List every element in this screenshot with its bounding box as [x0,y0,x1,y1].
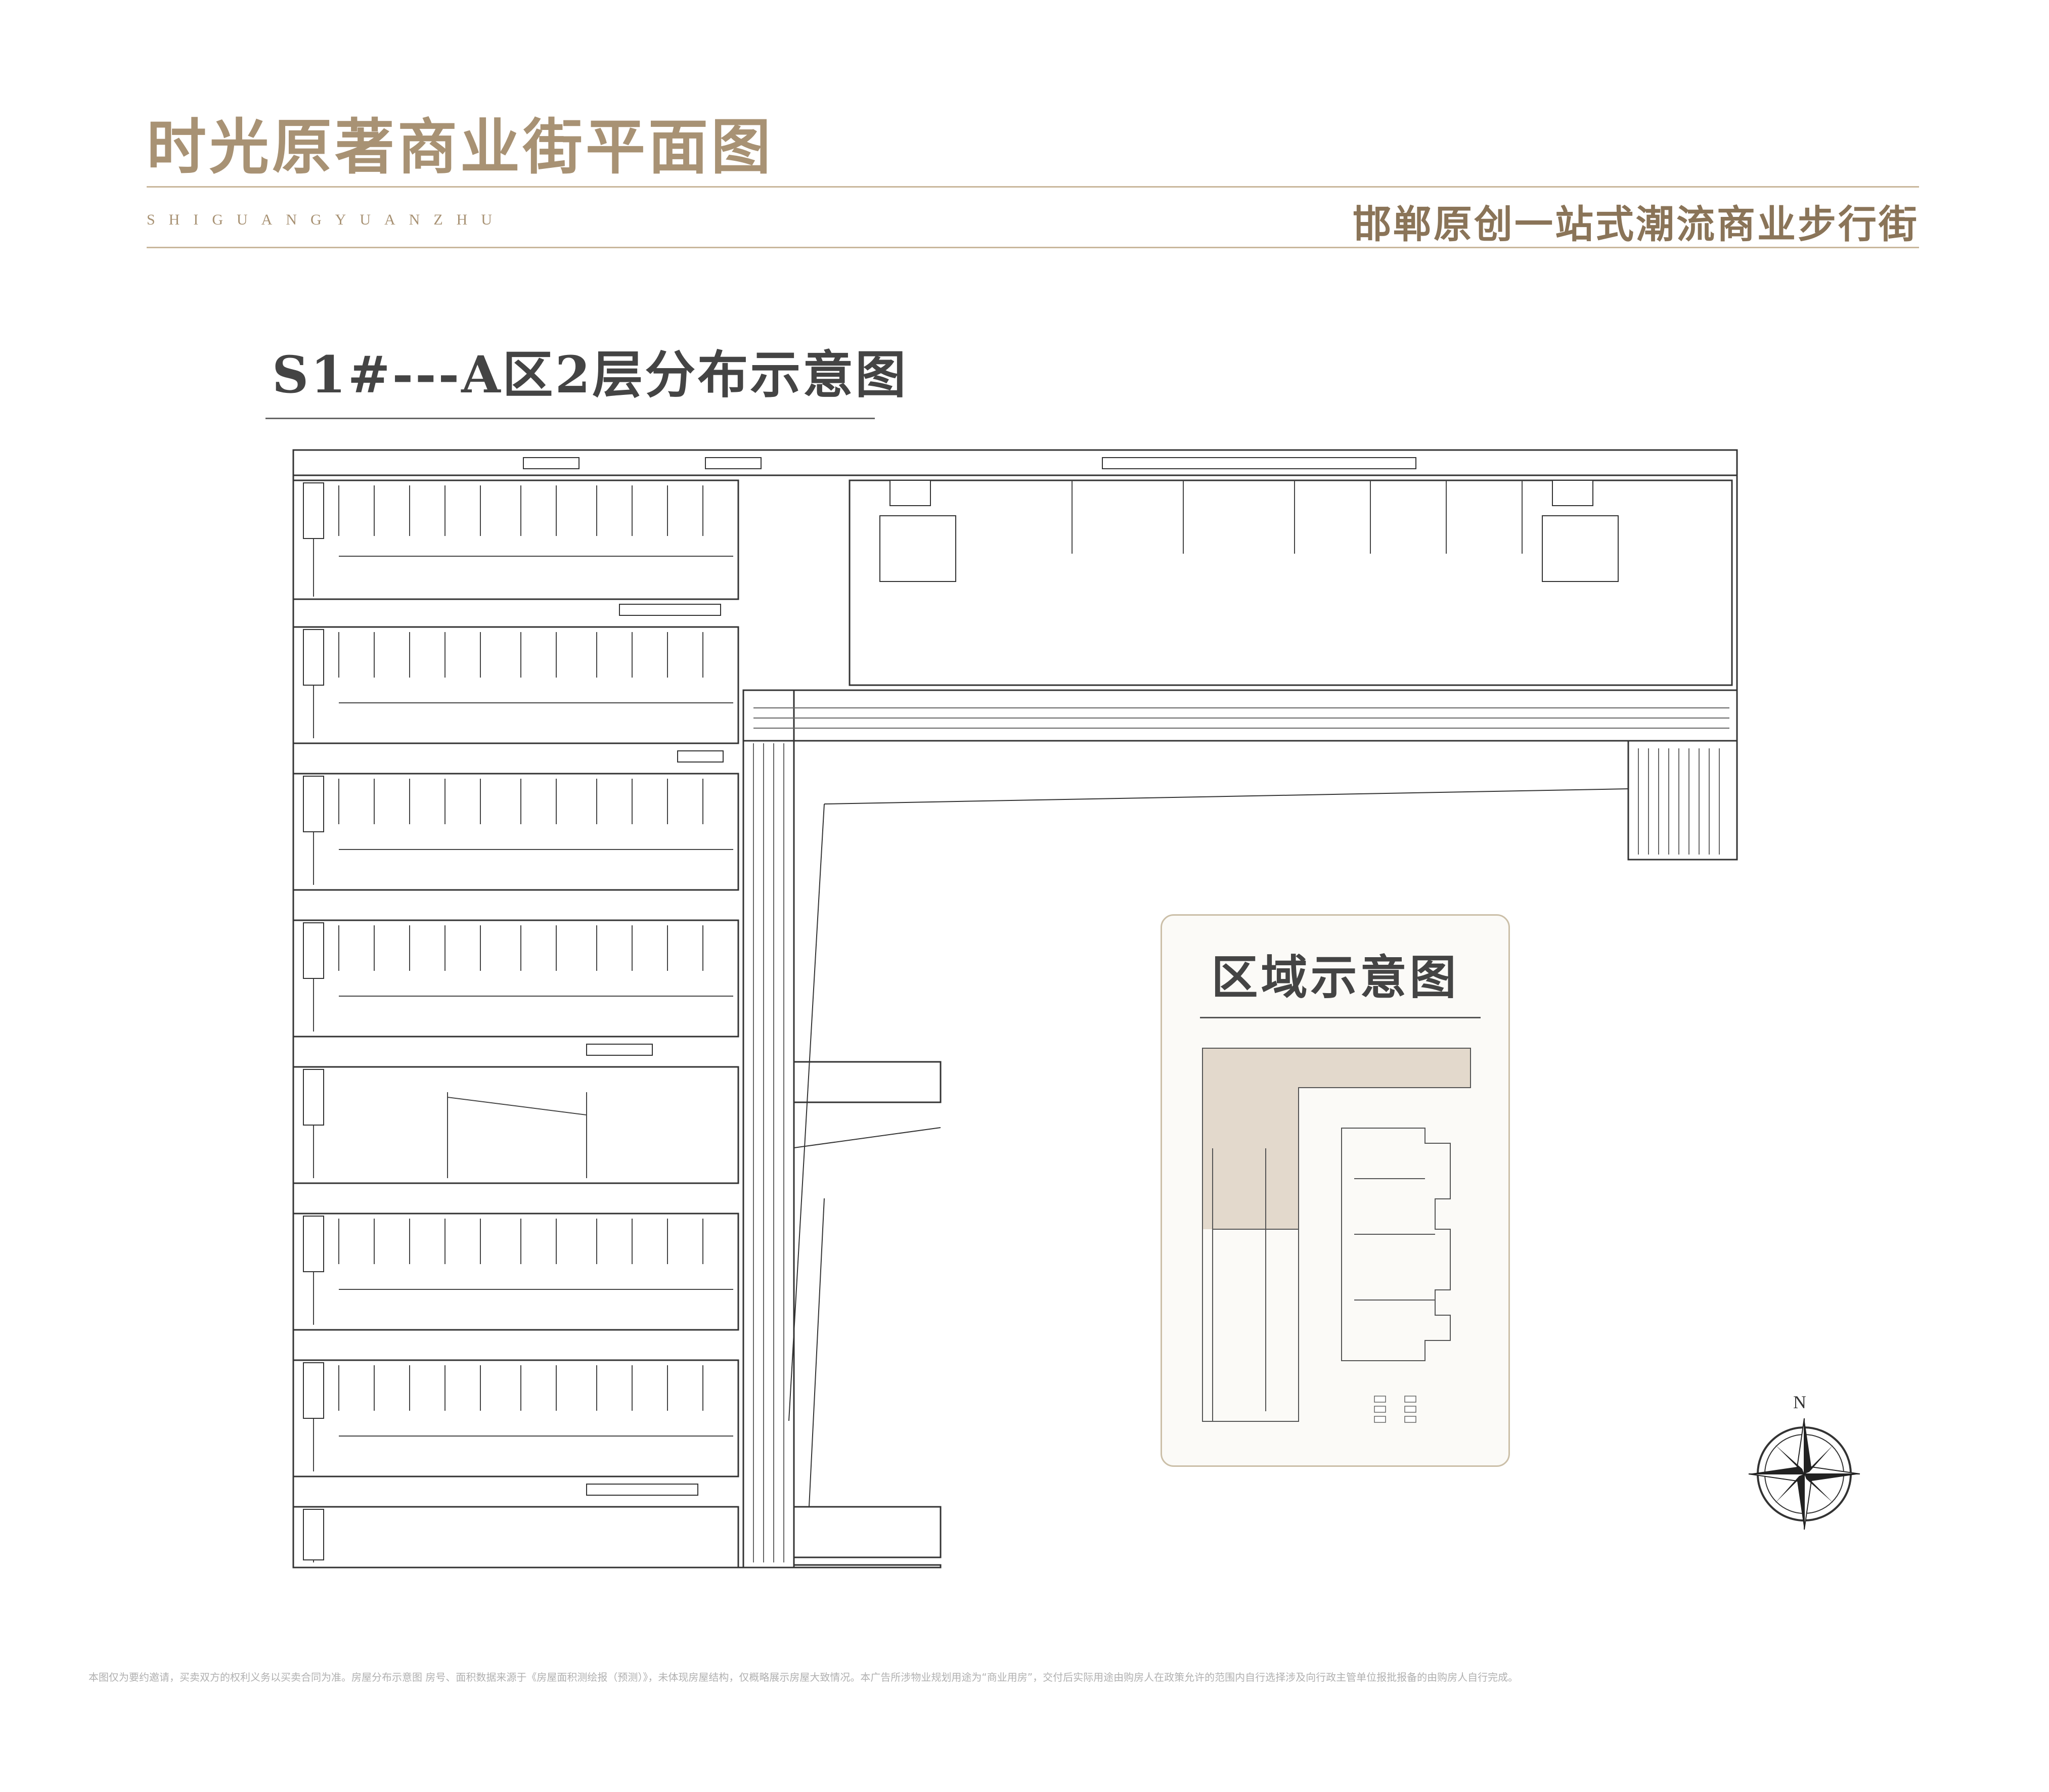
shop-block-7 [292,1359,739,1477]
page-title: 时光原著商业街平面图 [147,112,774,182]
top-corridor [292,449,1738,476]
header-divider-bottom [147,247,1919,248]
footer-disclaimer: 本图仅为要约邀请，买卖双方的权利义务以买卖合同为准。房屋分布示意图 房号、面积数… [88,1671,1519,1683]
stair-cores [303,480,1619,1560]
building-outline [292,449,1738,1569]
north-walkway [742,689,795,1569]
region-map-thumbnail [1202,1048,1471,1423]
plan-title: S1#---A区2层分布示意图 [272,345,908,405]
pinyin-subtitle: SHIGUANGYUANZHU [147,211,506,228]
thumbnail-block-b [1341,1128,1451,1361]
courtyard-line-4 [808,1198,941,1507]
courtyard-line-3 [793,1127,941,1148]
shop-block-8 [292,1506,739,1569]
shop-block-3 [292,773,739,891]
shop-block-1 [292,479,739,600]
shop-block-5 [292,1066,739,1184]
shop-block-2 [292,626,739,744]
window-groups [523,457,1416,1496]
walkway-hatching [753,707,1729,1562]
shop-block-4 [292,919,739,1038]
thumbnail-legend [1374,1396,1416,1423]
region-map-title: 区域示意图 [1211,950,1459,1005]
bridge-upper [793,1061,942,1103]
east-stairs [1627,740,1738,861]
plan-title-underline [265,418,875,419]
compass-rose-icon [1748,1418,1860,1530]
slogan: 邯郸原创一站式潮流商业步行街 [1353,202,1919,247]
shop-block-6 [292,1213,739,1331]
thumbnail-outline [1202,1048,1471,1422]
courtyard-line-2 [824,788,1629,804]
region-map-underline [1200,1017,1481,1018]
courtyard-line-1 [788,803,825,1421]
south-east-walkway [742,689,1738,742]
east-hall [849,479,1733,686]
highlighted-zone [1202,1048,1471,1229]
region-map-panel: 区域示意图 [1161,914,1510,1467]
compass-north-label: N [1793,1392,1806,1412]
bridge-lower [793,1506,942,1558]
header-divider-top [147,186,1919,188]
